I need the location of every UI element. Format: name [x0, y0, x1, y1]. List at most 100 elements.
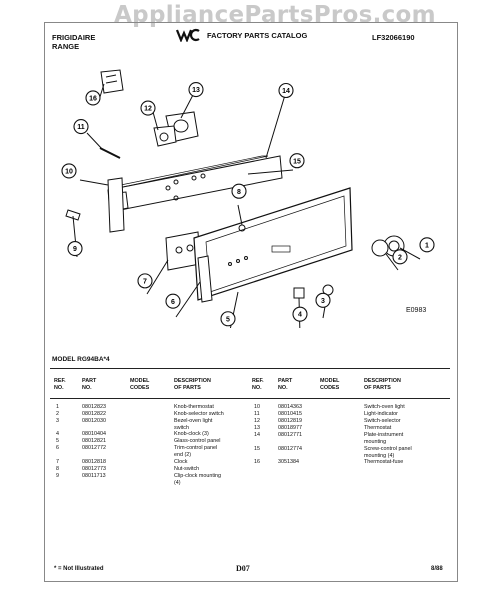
part-description: (4)	[174, 479, 181, 486]
part-number: 08012823	[82, 404, 106, 410]
table-rule-header	[50, 398, 450, 399]
callout-number: 1	[425, 242, 429, 249]
callout-circle	[315, 292, 331, 308]
part-description: Plate-instrument	[364, 432, 404, 438]
catalog-title-block: FACTORY PARTS CATALOG	[176, 28, 307, 42]
part-description: Bezel-oven light	[174, 418, 213, 424]
callout-number: 2	[398, 254, 402, 261]
part-description: Knob-thermostat	[174, 404, 214, 410]
header-part-no: PART	[278, 378, 293, 384]
model-label: MODEL RG94BA*4	[52, 356, 110, 363]
header-part-no: PART	[82, 378, 97, 384]
part-description: Clock	[174, 459, 188, 465]
page-number: D07	[236, 564, 250, 573]
part-description: Trim-control panel	[174, 445, 218, 451]
header-model-codes: MODEL	[320, 378, 340, 384]
diagram-code: E0983	[406, 307, 426, 314]
callout-number: 13	[192, 87, 200, 94]
callout-number: 9	[73, 246, 77, 253]
callout-number: 12	[144, 106, 152, 113]
ref-number: 10	[254, 404, 260, 410]
callout-number: 4	[298, 312, 302, 319]
header-description: DESCRIPTION	[364, 378, 401, 384]
page-frame	[44, 22, 458, 582]
header-model-codes: CODES	[130, 385, 150, 391]
callout-circle	[231, 183, 247, 199]
callout-circle	[61, 163, 77, 179]
part-number: 08012773	[82, 466, 106, 472]
callout-circle	[137, 273, 153, 289]
part-number: 08012822	[82, 411, 106, 417]
callout-circle	[165, 293, 181, 309]
part-number: 08012821	[82, 438, 106, 444]
header-description: OF PARTS	[174, 385, 201, 391]
header-ref-no: NO.	[252, 385, 262, 391]
ref-number: 6	[56, 445, 59, 451]
header-ref-no: REF.	[252, 378, 264, 384]
part-number: 08012030	[82, 418, 106, 424]
product-type: RANGE	[52, 42, 80, 51]
part-description: mounting	[364, 438, 387, 445]
ref-number: 1	[56, 404, 59, 410]
callout-number: 5	[226, 316, 230, 323]
part-description: Light-indicator	[364, 411, 398, 417]
brand-name: FRIGIDAIRE	[52, 33, 96, 42]
callout-number: 3	[321, 298, 325, 305]
header-ref-no: REF.	[54, 378, 66, 384]
catalog-date: 8/88	[431, 566, 443, 572]
part-description: Thermostat	[364, 425, 392, 431]
wci-logo-icon	[176, 28, 200, 42]
part-description: Switch-oven light	[364, 404, 405, 410]
part-description: Knob-clock (3)	[174, 431, 209, 437]
callout-number: 8	[237, 189, 241, 196]
ref-number: 14	[254, 432, 260, 438]
callout-circle	[73, 118, 89, 135]
part-number: 3051384	[278, 459, 299, 465]
brand-header: FRIGIDAIRE RANGE	[52, 33, 95, 51]
callout-number: 10	[65, 168, 73, 175]
callout-number: 11	[77, 124, 85, 131]
part-number: 08012819	[278, 418, 302, 424]
part-description: Switch-selector	[364, 418, 401, 424]
callout-number: 6	[171, 299, 175, 306]
part-number: 08012772	[82, 445, 106, 451]
footnote: * = Not Illustrated	[54, 566, 104, 572]
callout-circle	[392, 249, 408, 265]
callout-circle	[140, 100, 156, 116]
callout-circle	[188, 82, 204, 98]
part-number: 08011713	[82, 473, 106, 479]
header-part-no: NO.	[278, 385, 288, 391]
watermark: AppliancePartsPros.com	[114, 2, 436, 28]
header-model-codes: CODES	[320, 385, 340, 391]
ref-number: 12	[254, 418, 260, 424]
callout-circle	[67, 240, 83, 257]
callout-number: 16	[89, 95, 97, 102]
part-description: Screw-control panel	[364, 446, 412, 452]
ref-number: 15	[254, 446, 260, 452]
part-number: 08014363	[278, 404, 302, 410]
ref-number: 3	[56, 418, 59, 424]
ref-number: 11	[254, 411, 260, 417]
callout-number: 14	[282, 88, 290, 95]
catalog-title: FACTORY PARTS CATALOG	[207, 30, 308, 40]
part-description: Clip-clock mounting	[174, 473, 222, 479]
part-number: 08018977	[278, 425, 302, 431]
part-number: 08012774	[278, 446, 302, 452]
part-description: mounting (4)	[364, 452, 395, 459]
callout-number: 15	[293, 158, 301, 165]
header-ref-no: NO.	[54, 385, 64, 391]
callout-circle	[292, 306, 308, 322]
ref-number: 7	[56, 459, 59, 465]
part-number: 08010404	[82, 431, 106, 437]
callout-circle	[278, 82, 294, 99]
ref-number: 16	[254, 459, 260, 465]
callout-circle	[289, 153, 305, 169]
callout-circle	[220, 311, 236, 327]
ref-number: 5	[56, 438, 59, 444]
header-description: OF PARTS	[364, 385, 391, 391]
ref-number: 9	[56, 473, 59, 479]
callout-number: 7	[143, 278, 147, 285]
part-description: Nut-switch	[174, 466, 200, 472]
